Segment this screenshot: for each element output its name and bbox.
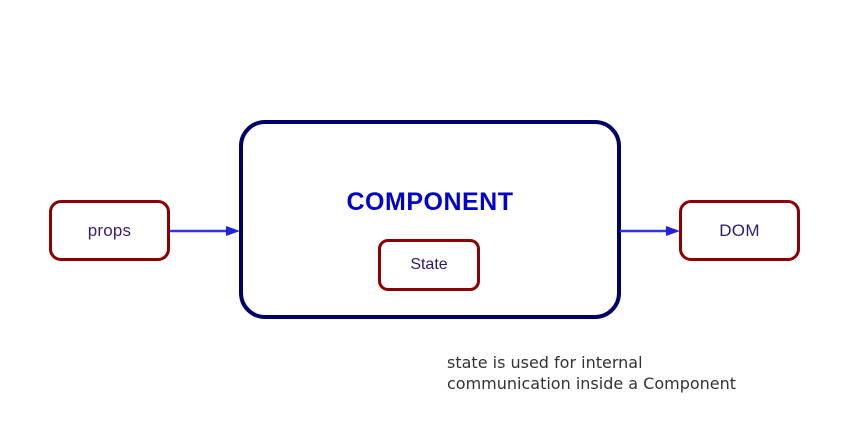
node-state[interactable]: State <box>378 239 480 291</box>
node-props-label: props <box>87 220 132 240</box>
diagram-caption: state is used for internal communication… <box>447 353 737 393</box>
node-props[interactable]: props <box>49 200 170 261</box>
node-dom-label: DOM <box>719 220 760 240</box>
node-dom[interactable]: DOM <box>679 200 800 261</box>
node-state-label: State <box>410 256 448 273</box>
node-component[interactable]: COMPONENT <box>239 120 621 319</box>
node-component-label: COMPONENT <box>346 188 514 216</box>
arrow-component-to-dom-icon <box>620 225 680 237</box>
arrow-props-to-component-icon <box>170 225 240 237</box>
